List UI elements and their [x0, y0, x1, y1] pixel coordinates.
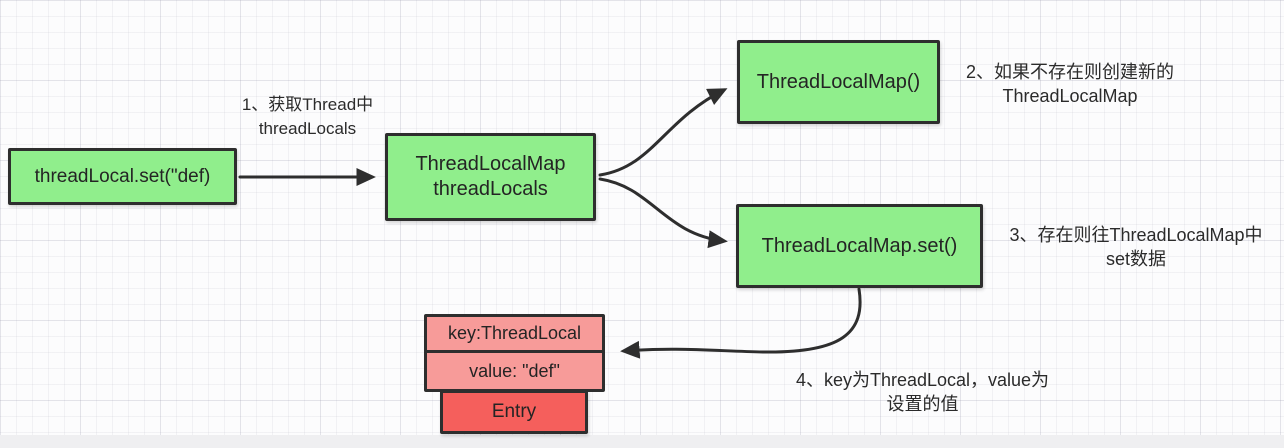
- annotation-step4-line2: 设置的值: [886, 394, 959, 414]
- node-threadlocals-map-line2: threadLocals: [433, 178, 548, 200]
- annotation-step2: 2、如果不存在则创建新的 ThreadLocalMap: [945, 60, 1195, 108]
- annotation-step4-line1: 4、key为ThreadLocal，value为: [795, 370, 1050, 390]
- annotation-step1-line1: 1、获取Thread中: [241, 95, 374, 114]
- bottom-edge-strip: [0, 435, 1284, 448]
- annotation-step3-line2: set数据: [1105, 249, 1166, 269]
- annotation-step1-line2: threadLocals: [258, 119, 357, 138]
- node-threadlocals-map: ThreadLocalMap threadLocals: [385, 133, 596, 221]
- arrow-threadlocals-to-new-map: [598, 88, 728, 177]
- node-threadlocalmap-set: ThreadLocalMap.set(): [736, 204, 983, 288]
- node-threadlocals-map-line1: ThreadLocalMap: [415, 153, 566, 175]
- annotation-step2-line1: 2、如果不存在则创建新的: [965, 62, 1174, 82]
- annotation-step1: 1、获取Thread中 threadLocals: [215, 93, 400, 141]
- node-entry-label: Entry: [491, 401, 537, 423]
- annotation-step4: 4、key为ThreadLocal，value为 设置的值: [765, 368, 1080, 416]
- node-threadlocalmap-constructor: ThreadLocalMap(): [737, 40, 940, 124]
- node-threadlocalmap-constructor-label: ThreadLocalMap(): [756, 70, 921, 93]
- node-entry: Entry: [440, 390, 588, 434]
- annotation-step2-line2: ThreadLocalMap: [1002, 86, 1138, 106]
- node-threadlocalmap-set-label: ThreadLocalMap.set(): [761, 234, 958, 257]
- node-threadlocal-set-label: threadLocal.set("def): [34, 165, 211, 187]
- annotation-step3: 3、存在则往ThreadLocalMap中 set数据: [988, 223, 1284, 271]
- node-entry-value: value: "def": [424, 350, 605, 392]
- arrow-threadlocals-to-map-set: [598, 177, 728, 249]
- node-threadlocal-set: threadLocal.set("def): [8, 148, 237, 205]
- arrow-map-set-to-entry: [620, 287, 862, 359]
- annotation-step3-line1: 3、存在则往ThreadLocalMap中: [1009, 225, 1263, 245]
- node-entry-key-label: key:ThreadLocal: [447, 323, 582, 344]
- node-entry-value-label: value: "def": [469, 360, 560, 381]
- node-entry-key: key:ThreadLocal: [424, 314, 605, 353]
